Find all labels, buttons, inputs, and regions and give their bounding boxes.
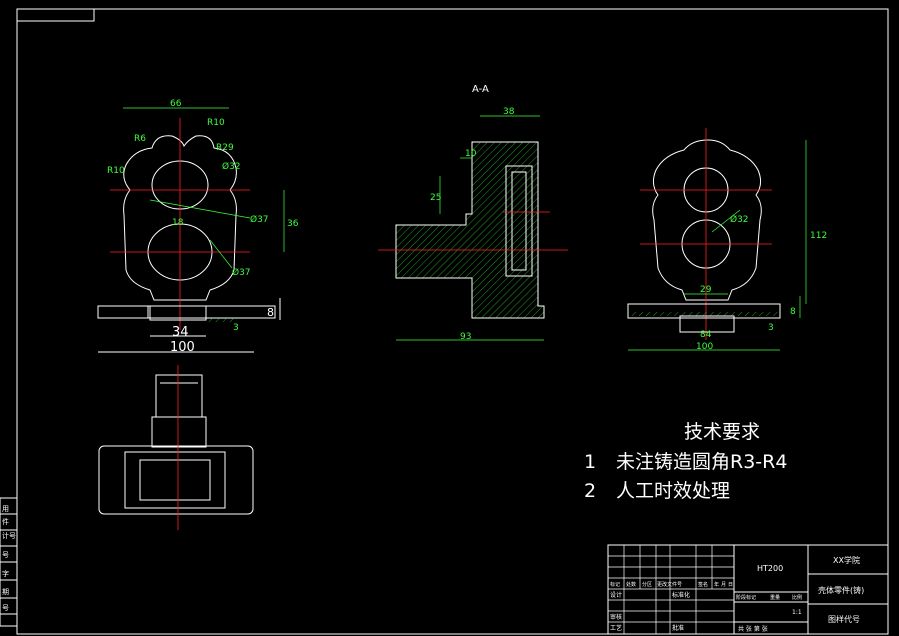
dim-r6: R6	[134, 134, 146, 144]
scale-value: 1:1	[792, 609, 802, 616]
dim-34: 34	[172, 325, 189, 340]
left-label-3: 号	[2, 551, 9, 559]
row-label-0: 标记	[610, 581, 620, 588]
school-name: XX学院	[833, 555, 860, 565]
dim-38: 38	[503, 107, 515, 117]
label-design: 设计	[610, 591, 622, 599]
dim-r29: R29	[216, 143, 234, 153]
leader-side-d32	[711, 209, 741, 233]
side-base-hatch	[628, 312, 780, 316]
top-neck	[151, 416, 207, 448]
note-2-num: 2	[584, 480, 596, 502]
dim-d37b: Ø37	[232, 267, 251, 278]
dim-112: 112	[810, 231, 827, 241]
section-view: A-A 38 10 25 93	[378, 84, 568, 342]
left-label-1: 件	[2, 517, 9, 526]
section-cavity-inner	[511, 171, 527, 271]
note-1-num: 1	[584, 451, 596, 473]
label-check: 审核	[610, 613, 622, 621]
dim-side-8: 8	[790, 307, 796, 317]
front-body-outline	[123, 135, 237, 301]
technical-requirements: 技术要求 1 未注铸造圆角R3-R4 2 人工时效处理	[584, 421, 787, 502]
dim-84: 84	[700, 330, 712, 340]
dim-36: 36	[287, 219, 299, 229]
left-label-6: 号	[2, 604, 9, 612]
dim-3: 3	[233, 323, 239, 333]
dim-25: 25	[430, 193, 441, 203]
drawing-frame	[16, 8, 889, 635]
front-base	[97, 305, 276, 319]
row-label-1: 处数	[626, 581, 636, 588]
top-boss	[155, 374, 203, 418]
side-body-outline	[652, 139, 762, 301]
dim-8: 8	[267, 306, 274, 319]
section-body	[395, 141, 545, 319]
row-label-2: 分区	[642, 581, 652, 588]
front-view: 66 R10 R6 R29 Ø32 R10 Ø37 36 18 Ø37 34 1…	[97, 99, 299, 355]
sheet-info: 共 张 第 张	[738, 625, 768, 633]
dim-d37a: Ø37	[250, 214, 269, 225]
left-label-2: 计号	[2, 531, 16, 540]
row-label-4: 签名	[698, 581, 708, 588]
top-view	[98, 365, 254, 530]
section-cavity	[505, 165, 533, 277]
dim-r10-top: R10	[207, 118, 225, 128]
row-label-7: 日	[728, 582, 733, 588]
stage-label-1: 重量	[770, 594, 780, 601]
title-block: HT200 XX学院 壳体零件(铸) 图样代号 1:1 标记 处数 分区 更改文…	[607, 544, 889, 635]
stage-label-0: 阶段标记	[736, 594, 756, 601]
dim-r10-left: R10	[107, 166, 125, 176]
dim-66: 66	[170, 99, 182, 109]
front-base-hatch-left	[97, 305, 149, 319]
top-inner	[124, 451, 226, 509]
stage-label-2: 比例	[792, 594, 802, 601]
dim-side-d32: Ø32	[730, 214, 749, 225]
material: HT200	[757, 564, 783, 573]
label-process: 工艺	[610, 624, 622, 632]
leader-d37b	[209, 239, 233, 269]
row-label-5: 年	[714, 581, 719, 588]
side-base-slot	[679, 315, 735, 333]
notes-title: 技术要求	[684, 421, 760, 443]
side-view: 112 Ø32 29 84 100 8 3	[627, 128, 827, 352]
title-block-frame	[607, 544, 889, 635]
leader-d37a	[149, 199, 251, 219]
dim-d32: Ø32	[222, 161, 241, 172]
dim-93: 93	[460, 332, 471, 342]
left-label-4: 字	[2, 569, 9, 578]
front-base-slot	[149, 305, 207, 321]
label-approve: 批准	[672, 624, 684, 632]
side-base	[627, 303, 781, 319]
dim-side-100: 100	[696, 342, 713, 352]
row-label-3: 更改文件号	[657, 581, 682, 588]
section-label: A-A	[472, 84, 489, 95]
dim-10: 10	[465, 149, 477, 159]
dim-side-3: 3	[768, 323, 774, 333]
upper-bore	[151, 160, 209, 210]
dim-18: 18	[172, 218, 184, 228]
part-name: 壳体零件(铸)	[818, 585, 864, 595]
drawing-no-label: 图样代号	[828, 614, 860, 624]
label-standard: 标准化	[672, 591, 690, 599]
note-2-text: 人工时效处理	[616, 480, 730, 502]
dim-100: 100	[170, 340, 195, 355]
left-label-0: 用	[2, 505, 9, 513]
corner-label-box	[16, 8, 95, 22]
dim-29: 29	[700, 285, 712, 295]
top-base	[98, 445, 254, 515]
front-base-hatch-right	[206, 318, 236, 322]
note-1-text: 未注铸造圆角R3-R4	[616, 451, 787, 473]
row-label-6: 月	[721, 582, 726, 588]
left-label-5: 期	[2, 588, 9, 596]
top-core	[139, 459, 211, 501]
left-side-block: 用 件 计号 号 字 期 号	[0, 497, 18, 627]
